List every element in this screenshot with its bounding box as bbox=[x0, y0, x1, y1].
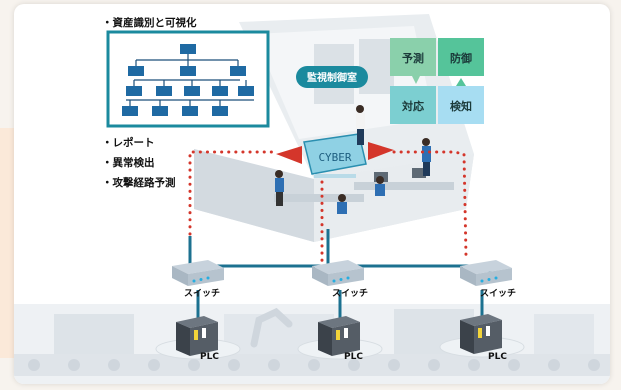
asset-node bbox=[180, 66, 196, 76]
switch-2 bbox=[312, 260, 364, 286]
diagram-card: ・資産識別と可視化 ・レポート ・異常検出 ・攻撃経路予測 監視制御室 予測 防… bbox=[14, 4, 610, 384]
asset-node bbox=[128, 66, 144, 76]
asset-node bbox=[122, 106, 138, 116]
asset-node bbox=[184, 86, 200, 96]
switch-1 bbox=[172, 260, 224, 286]
switch-label-3: スイッチ bbox=[480, 288, 516, 299]
alert-arrow-left bbox=[276, 146, 302, 164]
cycle-respond: 対応 bbox=[401, 99, 424, 113]
plc-3 bbox=[439, 314, 525, 358]
asset-node bbox=[156, 86, 172, 96]
cycle-predict: 予測 bbox=[402, 51, 424, 65]
plc-label-3: PLC bbox=[488, 352, 507, 362]
operators bbox=[274, 105, 454, 214]
cyber-display-text: CYBER bbox=[318, 151, 351, 164]
monitoring-room-label: 監視制御室 bbox=[307, 71, 357, 84]
switch-label-1: スイッチ bbox=[184, 288, 220, 299]
cyber-display: CYBER bbox=[303, 133, 367, 178]
plc-2 bbox=[297, 316, 383, 360]
asset-node bbox=[230, 66, 246, 76]
plc-label-1: PLC bbox=[200, 352, 219, 362]
asset-node bbox=[212, 86, 228, 96]
cycle-defend: 防御 bbox=[450, 51, 472, 65]
feature-attack-path-prediction: ・攻撃経路予測 bbox=[102, 176, 176, 189]
feature-anomaly-detection: ・異常検出 bbox=[102, 156, 155, 169]
security-cycle: 予測 防御 対応 検知 bbox=[390, 38, 484, 124]
asset-visualization-panel bbox=[106, 30, 270, 128]
feature-asset-visualization: ・資産識別と可視化 bbox=[102, 16, 197, 29]
switch-label-2: スイッチ bbox=[332, 288, 368, 299]
asset-node bbox=[152, 106, 168, 116]
threat-flow-lines bbox=[188, 150, 468, 268]
asset-node bbox=[212, 106, 228, 116]
feature-report: ・レポート bbox=[102, 136, 155, 149]
asset-node bbox=[180, 44, 196, 54]
monitoring-room-badge: 監視制御室 bbox=[296, 66, 368, 88]
plc-label-2: PLC bbox=[344, 352, 363, 362]
plc-1 bbox=[155, 316, 241, 360]
alert-arrow-right bbox=[368, 142, 394, 160]
asset-node bbox=[238, 86, 254, 96]
switch-3 bbox=[460, 260, 512, 286]
ot-security-diagram: ・資産識別と可視化 ・レポート ・異常検出 ・攻撃経路予測 監視制御室 予測 防… bbox=[14, 14, 610, 384]
asset-node bbox=[182, 106, 198, 116]
asset-node bbox=[126, 86, 142, 96]
cycle-detect: 検知 bbox=[450, 99, 472, 113]
